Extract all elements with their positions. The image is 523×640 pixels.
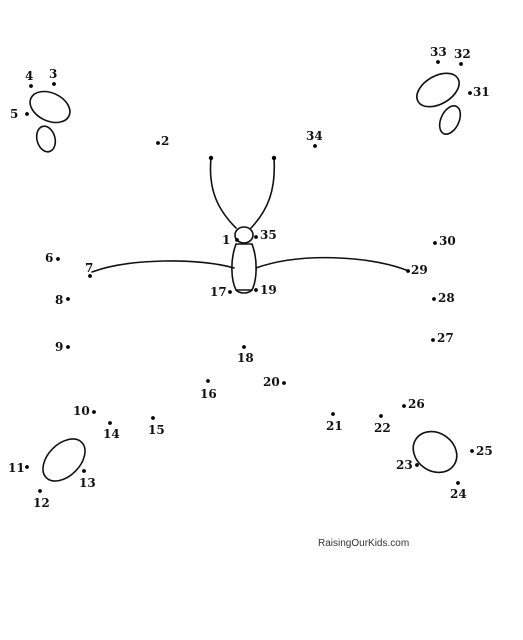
point-1-dot [235,238,239,242]
point-5-label: 5 [10,107,18,121]
point-30-label: 30 [439,234,456,248]
point-19-label: 19 [260,283,277,297]
point-34-label: 34 [306,129,323,143]
point-2-dot [156,141,160,145]
left-antenna-tip [208,155,214,161]
point-20-dot [282,381,286,385]
point-4-dot [29,84,33,88]
point-2-label: 2 [161,134,169,148]
point-8-label: 8 [55,293,63,307]
point-5-dot [25,112,29,116]
point-33-dot [436,60,440,64]
butterfly-tail [235,289,253,294]
point-17-dot [228,290,232,294]
point-12-label: 12 [33,496,50,510]
point-16-dot [206,379,210,383]
point-12-dot [38,489,42,493]
point-3-label: 3 [49,67,57,81]
spot-bottom-left [42,438,86,482]
point-24-dot [456,481,460,485]
point-25-dot [470,449,474,453]
point-24-label: 24 [450,487,467,501]
spot-bottom-right [412,430,458,474]
point-4-label: 4 [25,69,33,83]
point-14-label: 14 [103,427,120,441]
point-30-dot [433,241,437,245]
spot-top-right-large [416,72,460,108]
point-11-dot [25,465,29,469]
point-7-dot [88,274,92,278]
point-15-dot [151,416,155,420]
point-26-dot [402,404,406,408]
point-9-dot [66,345,70,349]
point-10-dot [92,410,96,414]
right-antenna-tip [271,155,277,161]
point-34-dot [313,144,317,148]
butterfly-head [234,226,254,244]
point-13-dot [82,469,86,473]
point-15-label: 15 [148,423,165,437]
point-35-dot [254,235,258,239]
point-6-dot [56,257,60,261]
point-17-label: 17 [210,285,227,299]
point-20-label: 20 [263,375,280,389]
point-25-label: 25 [476,444,493,458]
point-23-dot [415,463,419,467]
point-8-dot [66,297,70,301]
point-35-label: 35 [260,228,277,242]
point-29-dot [406,269,410,273]
point-32-label: 32 [454,47,471,61]
point-26-label: 26 [408,397,425,411]
point-21-label: 21 [326,419,343,433]
point-22-label: 22 [374,421,391,435]
watermark: RaisingOurKids.com [318,538,409,549]
point-32-dot [459,62,463,66]
point-22-dot [379,414,383,418]
point-33-label: 33 [430,45,447,59]
point-28-dot [432,297,436,301]
point-7-label: 7 [85,261,93,275]
point-31-dot [468,91,472,95]
point-19-dot [254,288,258,292]
point-10-label: 10 [73,404,90,418]
point-31-label: 31 [473,85,490,99]
point-6-label: 6 [45,251,53,265]
right-antenna [250,157,276,229]
left-wing-edge [91,260,235,273]
point-27-label: 27 [437,331,454,345]
point-28-label: 28 [438,291,455,305]
point-18-dot [242,345,246,349]
point-13-label: 13 [79,476,96,490]
point-18-label: 18 [237,351,254,365]
point-23-label: 23 [396,458,413,472]
point-9-label: 9 [55,340,63,354]
right-wing-edge [255,256,407,271]
point-14-dot [108,421,112,425]
butterfly-body [231,243,257,291]
point-1-label: 1 [222,233,230,247]
point-27-dot [431,338,435,342]
point-11-label: 11 [8,461,25,475]
spot-top-left-small [35,125,57,153]
spot-top-right-small [438,105,462,135]
point-3-dot [52,82,56,86]
point-21-dot [331,412,335,416]
left-antenna [209,157,237,229]
spot-top-left-large [29,90,71,124]
point-16-label: 16 [200,387,217,401]
point-29-label: 29 [411,263,428,277]
